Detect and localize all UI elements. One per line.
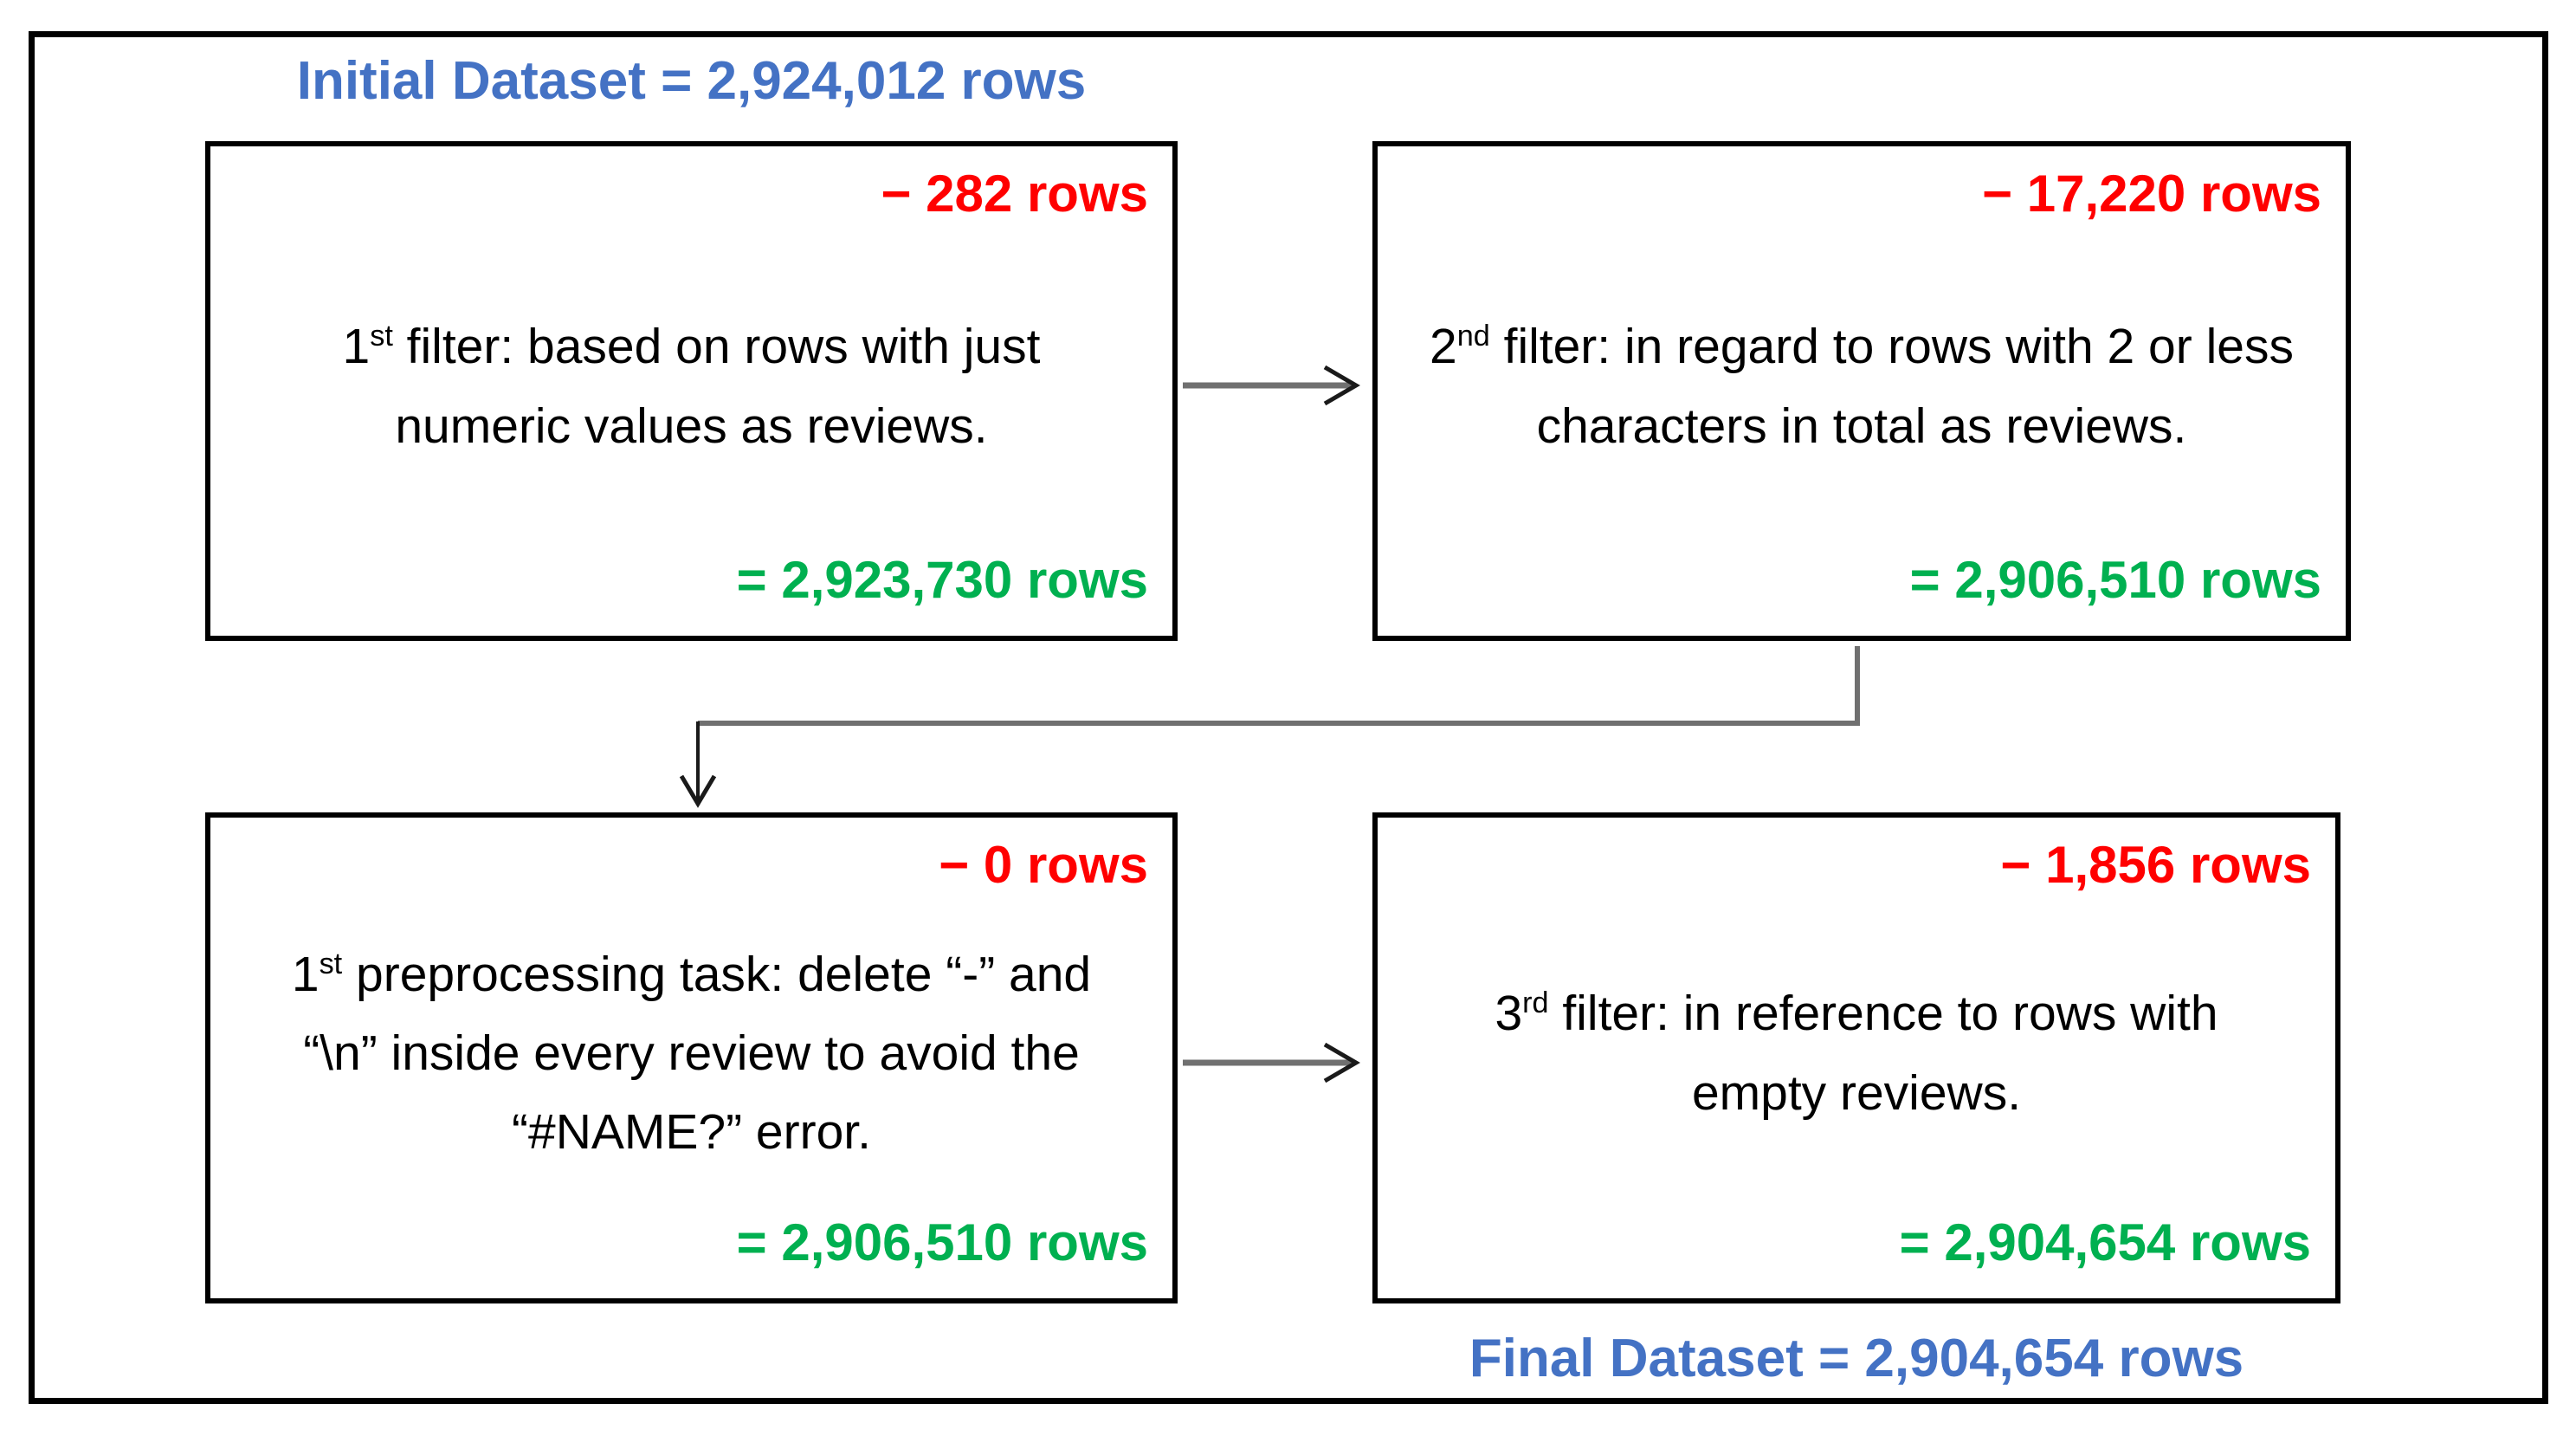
description-text: preprocessing task: delete “-” and “\n” …	[303, 946, 1092, 1161]
ordinal-suffix: nd	[1456, 320, 1490, 353]
resulting-rows-label: = 2,923,730 rows	[736, 551, 1148, 609]
removed-rows-label: − 1,856 rows	[2000, 836, 2311, 894]
final-dataset-label: Final Dataset = 2,904,654 rows	[1469, 1329, 2244, 1388]
ordinal-number: 1	[291, 946, 320, 1002]
step-description: 2nd filter: in regard to rows with 2 or …	[1378, 307, 2346, 465]
resulting-rows-label: = 2,906,510 rows	[736, 1213, 1148, 1271]
ordinal-suffix: st	[370, 320, 393, 353]
ordinal-suffix: st	[319, 947, 343, 980]
description-text: filter: in reference to rows with empty …	[1562, 986, 2218, 1121]
step-box-filter-2: − 17,220 rows 2nd filter: in regard to r…	[1372, 141, 2351, 641]
ordinal-suffix: rd	[1522, 986, 1549, 1020]
step-description: 1st preprocessing task: delete “-” and “…	[210, 935, 1172, 1173]
resulting-rows-label: = 2,904,654 rows	[1899, 1213, 2311, 1271]
removed-rows-label: − 0 rows	[939, 836, 1148, 894]
ordinal-number: 3	[1495, 986, 1523, 1042]
ordinal-number: 1	[342, 319, 371, 375]
step-description: 1st filter: based on rows with just nume…	[210, 307, 1172, 465]
step-description: 3rd filter: in reference to rows with em…	[1378, 974, 2335, 1132]
resulting-rows-label: = 2,906,510 rows	[1909, 551, 2321, 609]
initial-dataset-label: Initial Dataset = 2,924,012 rows	[296, 51, 1087, 111]
step-box-preprocessing-1: − 0 rows 1st preprocessing task: delete …	[205, 812, 1178, 1303]
removed-rows-label: − 282 rows	[881, 165, 1148, 223]
outer-frame	[29, 31, 2548, 1404]
removed-rows-label: − 17,220 rows	[1982, 165, 2321, 223]
step-box-filter-3: − 1,856 rows 3rd filter: in reference to…	[1372, 812, 2340, 1303]
description-text: filter: in regard to rows with 2 or less…	[1503, 319, 2294, 454]
step-box-filter-1: − 282 rows 1st filter: based on rows wit…	[205, 141, 1178, 641]
description-text: filter: based on rows with just numeric …	[395, 319, 1041, 454]
ordinal-number: 2	[1430, 319, 1457, 375]
